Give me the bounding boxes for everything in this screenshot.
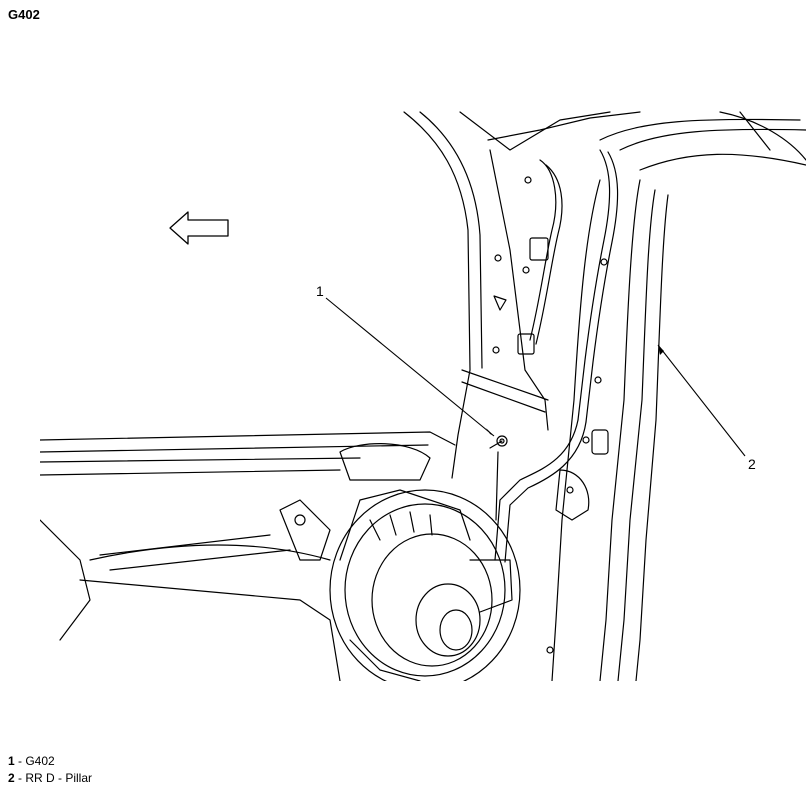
callout-leader-2	[657, 344, 746, 457]
pillar-outline	[403, 111, 471, 479]
d-pillar-edge	[599, 179, 641, 681]
legend-text: - RR D - Pillar	[14, 771, 93, 785]
legend-text: - G402	[14, 754, 55, 768]
diagram-title: G402	[8, 7, 40, 22]
legend: 1 - G402 2 - RR D - Pillar	[8, 753, 92, 787]
callout-leader-1	[325, 297, 495, 437]
callout-number-1: 1	[316, 283, 324, 299]
forward-arrow-icon	[169, 211, 229, 245]
legend-row: 1 - G402	[8, 753, 92, 770]
legend-number: 1	[8, 754, 15, 768]
legend-number: 2	[8, 771, 15, 785]
speaker-assembly	[279, 489, 521, 681]
legend-row: 2 - RR D - Pillar	[8, 770, 92, 787]
g402-ground-stud	[496, 435, 508, 447]
callout-number-2: 2	[748, 456, 756, 472]
